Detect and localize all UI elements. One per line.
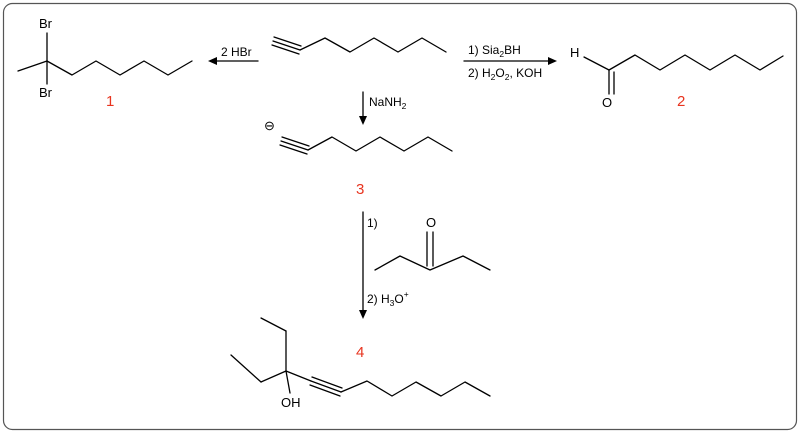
pentanone-o: O	[426, 215, 436, 230]
addition-step-2: 2) H3O+	[367, 289, 409, 308]
addition-arrow	[359, 211, 367, 319]
hydroboration-step-1: 1) Sia2BH	[468, 43, 521, 59]
compound-1-number: 1	[106, 93, 114, 110]
compound-3-number: 3	[356, 181, 364, 198]
compound-2-aldehyde	[583, 54, 784, 95]
compound-2-o: O	[602, 95, 612, 110]
compound-4-oh: OH	[281, 395, 301, 410]
compound-1-dibromide	[17, 32, 193, 85]
hbr-arrow	[208, 57, 259, 65]
hydroboration-step-2: 2) H2O2, KOH	[468, 66, 542, 82]
compound-3-negative-charge: ⊖	[264, 118, 275, 133]
compound-3-acetylide	[279, 136, 453, 155]
hydroboration-arrow	[463, 57, 557, 65]
addition-step-1: 1)	[367, 216, 378, 230]
pentanone-reagent	[374, 231, 491, 271]
compound-2-h: H	[570, 45, 579, 60]
compound-4-number: 4	[356, 344, 364, 361]
deprotonation-label: NaNH2	[369, 95, 407, 111]
deprotonation-arrow	[359, 91, 367, 125]
compound-4-alcohol	[230, 317, 491, 397]
compound-2-number: 2	[677, 93, 685, 110]
starting-alkyne	[271, 36, 447, 55]
compound-1-br-bottom: Br	[39, 85, 53, 100]
compound-1-br-top: Br	[39, 16, 53, 31]
hbr-label: 2 HBr	[221, 45, 252, 59]
